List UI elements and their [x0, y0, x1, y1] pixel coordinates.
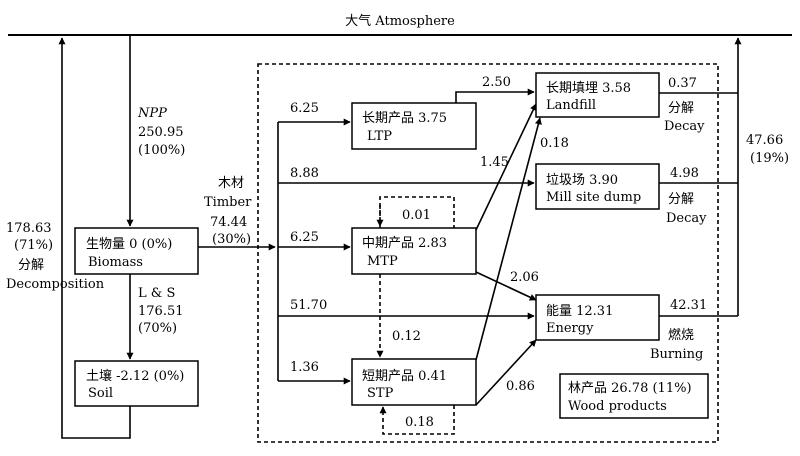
biomass-zh: 生物量 0 (0%) — [86, 237, 172, 252]
to-mtp-value: 6.25 — [290, 230, 319, 245]
landfill-node — [535, 72, 660, 118]
wood-products-node — [559, 373, 709, 419]
soil-node — [74, 360, 199, 407]
stp-self-value: 0.18 — [405, 415, 434, 430]
landfill-zh: 长期填埋 3.58 — [546, 81, 631, 96]
stp-landfill-value: 0.18 — [540, 136, 569, 151]
wood-products-boundary — [257, 63, 719, 443]
timber-percent: (30%) — [212, 232, 251, 247]
mtp-landfill-arrow — [475, 103, 537, 231]
ltp-node — [351, 102, 477, 150]
timber-zh: 木材 — [218, 176, 244, 191]
ls-percent: (70%) — [138, 321, 177, 336]
ls-label: L & S — [138, 286, 175, 301]
burning-en: Burning — [650, 347, 703, 362]
timber-value: 74.44 — [210, 215, 247, 230]
landfill-en: Landfill — [546, 98, 596, 113]
stp-landfill-arrow — [475, 117, 542, 361]
dump-decay-en: Decay — [666, 211, 707, 226]
mtp-self-value: 0.01 — [402, 208, 431, 223]
stp-energy-value: 0.86 — [506, 379, 535, 394]
landfill-decay-value: 0.37 — [668, 76, 697, 91]
timber-en: Timber — [204, 195, 252, 210]
mtp-stp-value: 0.12 — [392, 329, 421, 344]
to-atmosphere-value: 47.66 — [746, 133, 783, 148]
decomposition-percent: (71%) — [14, 238, 53, 253]
mtp-en: MTP — [367, 254, 398, 269]
ltp-landfill-value: 2.50 — [482, 75, 511, 90]
stp-node — [351, 358, 477, 406]
npp-label: NPP — [137, 106, 167, 121]
mtp-energy-value: 2.06 — [510, 270, 539, 285]
stp-en: STP — [367, 386, 394, 401]
mtp-energy-arrow — [475, 271, 537, 301]
mtp-node — [351, 227, 477, 275]
wood-products-zh: 林产品 26.78 (11%) — [568, 381, 692, 396]
decomposition-value: 178.63 — [6, 221, 52, 236]
biomass-node — [74, 227, 199, 275]
decomposition-arrow — [58, 37, 131, 439]
to-stp-value: 1.36 — [290, 360, 319, 375]
npp-percent: (100%) — [138, 143, 185, 158]
biomass-en: Biomass — [88, 255, 143, 270]
dump-decay-value: 4.98 — [670, 166, 699, 181]
dump-node — [535, 163, 660, 210]
wood-products-en: Wood products — [568, 399, 667, 414]
to-dump-value: 8.88 — [290, 166, 319, 181]
energy-node — [535, 294, 660, 341]
soil-en: Soil — [88, 386, 113, 401]
npp-value: 250.95 — [138, 125, 184, 140]
mtp-landfill-value: 1.45 — [480, 155, 509, 170]
stp-self-loop — [379, 405, 455, 435]
energy-en: Energy — [546, 321, 594, 336]
to-ltp-value: 6.25 — [290, 101, 319, 116]
dump-decay-zh: 分解 — [668, 192, 694, 207]
stp-zh: 短期产品 0.41 — [362, 369, 447, 384]
to-atmosphere-percent: (19%) — [750, 151, 789, 166]
dump-zh: 垃圾场 3.90 — [546, 173, 618, 188]
energy-zh: 能量 12.31 — [546, 304, 613, 319]
ltp-en: LTP — [367, 129, 392, 144]
soil-zh: 土壤 -2.12 (0%) — [86, 368, 184, 384]
stp-energy-arrow — [475, 339, 537, 406]
to-energy-value: 51.70 — [290, 298, 327, 313]
decomposition-zh: 分解 — [18, 258, 44, 273]
atmosphere-label: 大气 Atmosphere — [345, 13, 455, 29]
dump-en: Mill site dump — [546, 190, 641, 205]
decomposition-en: Decomposition — [6, 277, 105, 292]
landfill-decay-en: Decay — [664, 119, 705, 134]
landfill-decay-zh: 分解 — [668, 101, 694, 116]
ls-value: 176.51 — [138, 304, 184, 319]
ltp-landfill-arrow — [455, 88, 535, 103]
burning-zh: 燃烧 — [668, 327, 694, 343]
mtp-zh: 中期产品 2.83 — [362, 236, 447, 251]
burning-value: 42.31 — [670, 298, 707, 313]
ltp-zh: 长期产品 3.75 — [362, 111, 447, 126]
